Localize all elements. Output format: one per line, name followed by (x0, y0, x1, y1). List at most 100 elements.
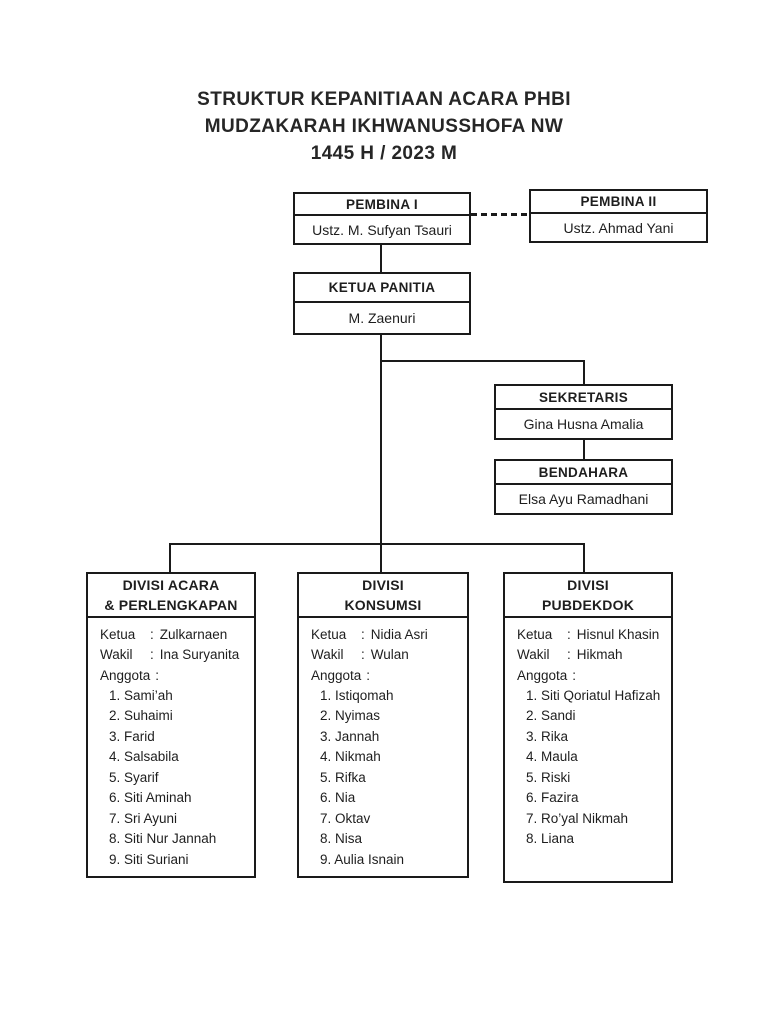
connector-branch-vertical (583, 360, 585, 384)
connector-dashed-pembina (471, 213, 529, 216)
division-box-acara-perlengkapan: DIVISI ACARA & PERLENGKAPAN Ketua: Zulkar… (86, 572, 256, 878)
division-header: DIVISI ACARA & PERLENGKAPAN (88, 574, 254, 618)
member-item: 1. Istiqomah (320, 687, 394, 703)
row-anggota: Anggota: (517, 665, 667, 686)
box-sekretaris: SEKRETARIS Gina Husna Amalia (494, 384, 673, 440)
member-item: 5. Rifka (320, 769, 366, 785)
colon-separator: : (572, 667, 577, 683)
members-list: 1. Istiqomah 2. Nyimas 3. Jannah 4. Nikmah 5… (311, 686, 463, 871)
row-ketua: Ketua: Nidia Asri (311, 624, 463, 645)
connector-branch-horizontal (380, 360, 585, 362)
wakil-name: Hikmah (576, 647, 623, 663)
member-item: 1. Siti Qoriatul Hafizah (526, 687, 661, 703)
division-box-pubdekdok: DIVISI PUBDEKDOK Ketua: Hisnul Khasin Wak… (503, 572, 673, 883)
member-item: 9. Siti Suriani (109, 851, 189, 867)
connector-drop-right (583, 543, 585, 572)
wakil-name: Ina Suryanita (159, 647, 240, 663)
wakil-label: Wakil (100, 647, 133, 663)
box-pembina-2-name: Ustz. Ahmad Yani (563, 219, 674, 236)
wakil-label: Wakil (311, 647, 344, 663)
row-anggota: Anggota: (100, 665, 250, 686)
member-item: 2. Sandi (526, 708, 576, 723)
member-item: 1. Sami’ah (109, 687, 173, 703)
members-list: 1. Siti Qoriatul Hafizah 2. Sandi 3. Rika 4… (517, 686, 667, 850)
connector-drop-left (169, 543, 171, 572)
box-pembina-2: PEMBINA II Ustz. Ahmad Yani (529, 189, 708, 243)
box-bendahara-title: BENDAHARA (496, 461, 671, 485)
member-item: 9. Aulia Isnain (320, 851, 405, 867)
title-line-1: STRUKTUR KEPANITIAAN ACARA PHBI (197, 89, 571, 110)
box-sekretaris-title: SEKRETARIS (496, 386, 671, 410)
member-item: 4. Nikmah (320, 749, 381, 764)
member-item: 8. Siti Nur Jannah (109, 831, 217, 846)
wakil-name: Wulan (370, 647, 409, 663)
title-line-3: 1445 H / 2023 M (310, 143, 458, 164)
division-body: Ketua: Zulkarnaen Wakil: Ina Suryanita Ang… (88, 618, 254, 870)
member-item: 8. Nisa (320, 831, 363, 846)
member-item: 7. Ro’yal Nikmah (526, 810, 629, 826)
division-body: Ketua: Hisnul Khasin Wakil: Hikmah Anggota… (505, 618, 671, 850)
ketua-name: Nidia Asri (370, 626, 428, 642)
anggota-label: Anggota (100, 667, 151, 683)
box-pembina-2-title: PEMBINA II (531, 191, 706, 214)
division-box-konsumsi: DIVISI KONSUMSI Ketua:Nidia Asri Wakil:W… (297, 572, 469, 878)
colon-separator: : (361, 626, 365, 642)
anggota-label: Anggota (311, 667, 362, 683)
member-item: 3. Rika (526, 728, 569, 744)
member-item: 4. Maula (526, 749, 578, 764)
colon-separator: : (155, 667, 160, 683)
ketua-name: Zulkarnaen (159, 626, 228, 642)
row-wakil: Wakil: Wulan (311, 645, 463, 666)
division-title-line-1: DIVISI (567, 577, 609, 593)
ketua-name: Hisnul Khasin (576, 626, 660, 642)
division-title-line-2: KONSUMSI (344, 597, 422, 613)
ketua-label: Ketua (517, 626, 553, 642)
row-ketua: Ketua: Zulkarnaen (100, 624, 250, 645)
row-wakil: Wakil: Ina Suryanita (100, 645, 250, 666)
ketua-label: Ketua (100, 626, 136, 642)
division-title-line-1: DIVISI ACARA (122, 577, 220, 593)
member-item: 7. Oktav (320, 810, 371, 826)
member-item: 6. Nia (320, 790, 356, 805)
member-item: 5. Syarif (109, 769, 159, 785)
member-item: 5. Riski (526, 769, 571, 785)
colon-separator: : (361, 647, 365, 663)
title-line-2: MUDZAKARAH IKHWANUSSHOFA NW (204, 116, 564, 137)
box-bendahara: BENDAHARA Elsa Ayu Ramadhani (494, 459, 673, 515)
box-ketua-panitia: KETUA PANITIA M. Zaenuri (293, 272, 471, 335)
division-title-line-2: PUBDEKDOK (541, 597, 635, 613)
member-item: 3. Farid (109, 728, 155, 744)
member-item: 2. Suhaimi (109, 708, 173, 723)
member-item: 8. Liana (526, 831, 575, 846)
box-ketua-panitia-name: M. Zaenuri (348, 310, 416, 326)
member-item: 2. Nyimas (320, 708, 381, 723)
page-title: STRUKTUR KEPANITIAAN ACARA PHBI MUDZAKAR… (0, 86, 768, 167)
colon-separator: : (150, 626, 154, 642)
box-sekretaris-name: Gina Husna Amalia (523, 416, 644, 432)
member-item: 7. Sri Ayuni (109, 810, 178, 826)
member-item: 6. Siti Aminah (109, 790, 192, 805)
colon-separator: : (567, 626, 571, 642)
row-wakil: Wakil: Hikmah (517, 645, 667, 666)
colon-separator: : (150, 647, 154, 663)
colon-separator: : (567, 647, 571, 663)
member-item: 4. Salsabila (109, 749, 179, 764)
box-pembina-1-title: PEMBINA I (295, 194, 469, 216)
row-ketua: Ketua: Hisnul Khasin (517, 624, 667, 645)
box-ketua-panitia-title: KETUA PANITIA (295, 274, 469, 303)
connector-distribution (169, 543, 585, 545)
division-body: Ketua: Nidia Asri Wakil: Wulan Anggota: 1.… (299, 618, 467, 870)
row-anggota: Anggota: (311, 665, 463, 686)
ketua-label: Ketua (311, 626, 347, 642)
division-header: DIVISI KONSUMSI (299, 574, 467, 618)
member-item: 6. Fazira (526, 790, 579, 805)
wakil-label: Wakil (517, 647, 550, 663)
anggota-label: Anggota (517, 667, 568, 683)
division-title-line-2: & PERLENGKAPAN (104, 597, 238, 613)
connector-pembina-ketua (380, 245, 382, 272)
member-item: 3. Jannah (320, 728, 380, 744)
connector-sekretaris-bendahara (583, 440, 585, 459)
members-list: 1. Sami’ah 2. Suhaimi 3. Farid 4. Salsabila… (100, 686, 250, 871)
box-bendahara-name: Elsa Ayu Ramadhani (518, 491, 649, 507)
